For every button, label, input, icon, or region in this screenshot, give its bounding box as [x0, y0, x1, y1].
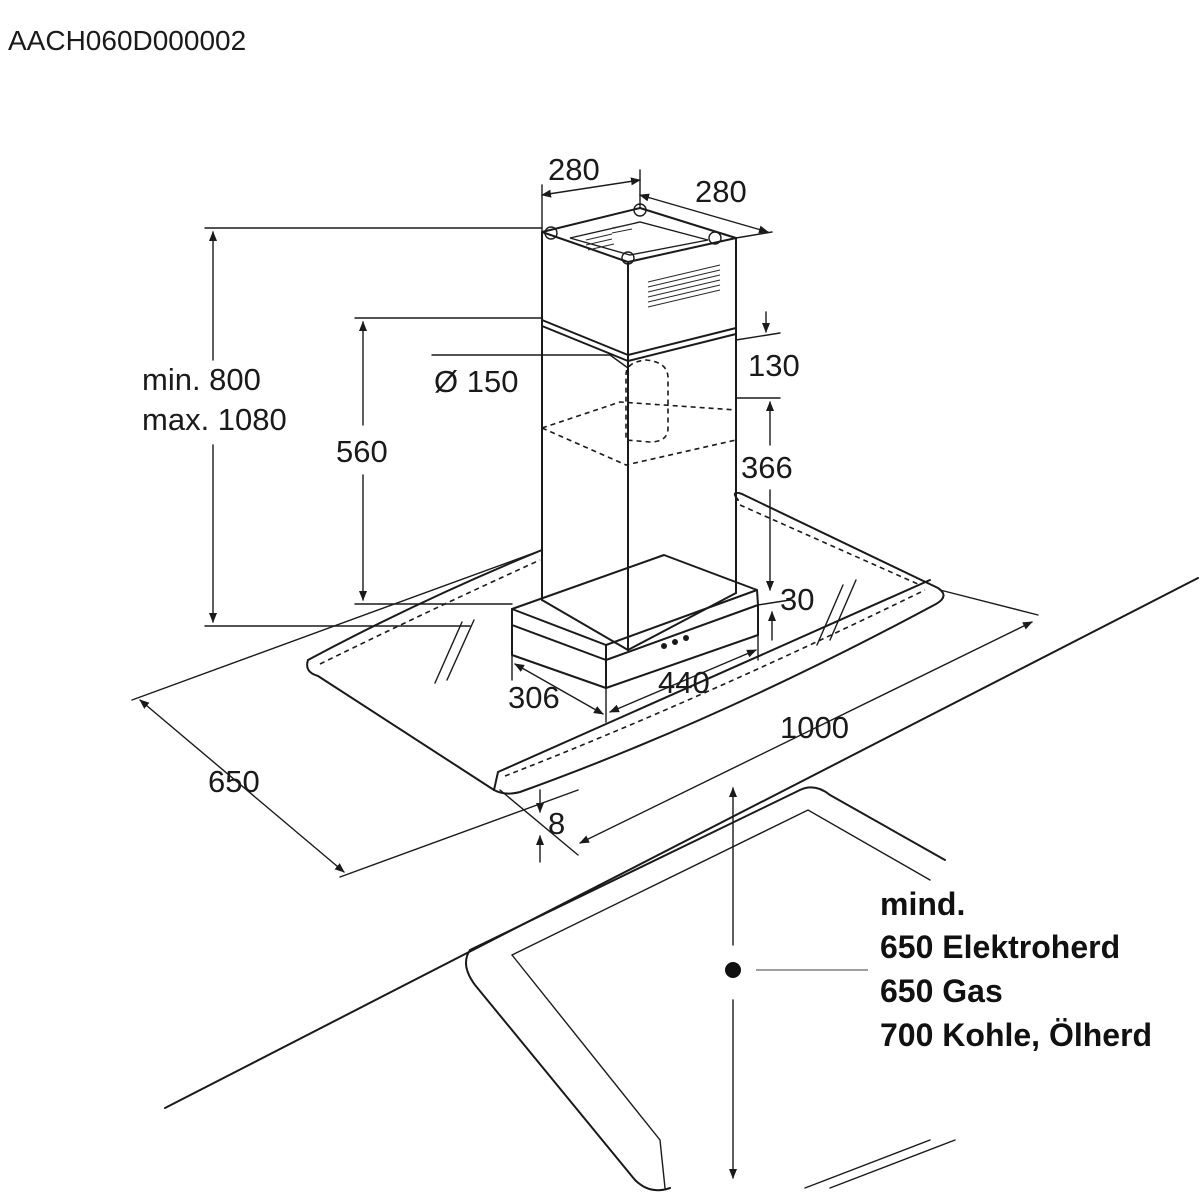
clearance-line-4: 700 Kohle, Ölherd: [880, 1017, 1152, 1053]
label-duct-diameter: Ø 150: [434, 364, 518, 399]
label-glass-thickness: 8: [548, 806, 565, 841]
label-lower-height: 560: [336, 434, 388, 469]
glass-canopy: [306, 491, 945, 795]
dimension-lines: [131, 169, 1039, 878]
label-duct-height: 366: [741, 450, 793, 485]
hood-base: [511, 554, 759, 689]
clearance-line-1: mind.: [880, 886, 965, 922]
label-chimney-depth: 280: [695, 174, 747, 209]
label-base-height: 30: [780, 582, 814, 617]
label-upper-offset: 130: [748, 348, 800, 383]
label-height-min: min. 800: [142, 362, 261, 397]
vent-grille-icon: [585, 223, 633, 251]
label-chimney-width: 280: [548, 152, 600, 187]
control-button-icon: [683, 635, 689, 641]
label-glass-width: 1000: [780, 710, 849, 745]
label-height-max: max. 1080: [142, 402, 287, 437]
clearance-indicator: [725, 787, 868, 1179]
drawing-code: AACH060D000002: [8, 25, 246, 56]
clearance-line-3: 650 Gas: [880, 973, 1003, 1009]
clearance-line-2: 650 Elektroherd: [880, 929, 1120, 965]
control-button-icon: [672, 639, 678, 645]
label-base-width: 440: [658, 665, 710, 700]
label-base-depth: 306: [508, 680, 560, 715]
hob-center-icon: [725, 962, 741, 978]
control-button-icon: [661, 643, 667, 649]
dimension-labels: 280 280 min. 800 max. 1080 560 Ø 150 130…: [142, 152, 849, 841]
vent-grille-icon: [647, 264, 721, 308]
clearance-note: mind. 650 Elektroherd 650 Gas 700 Kohle,…: [880, 886, 1152, 1053]
chimney: [541, 203, 737, 651]
label-glass-depth: 650: [208, 764, 260, 799]
